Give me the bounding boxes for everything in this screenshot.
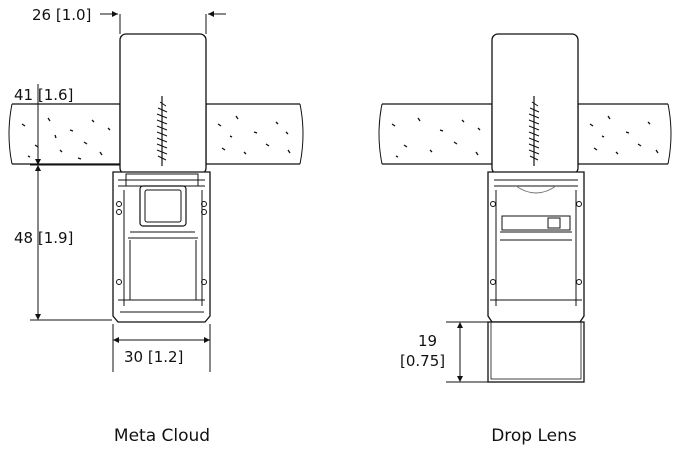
label-body-width: 30 [1.2] — [124, 348, 183, 366]
caption-drop-lens: Drop Lens — [491, 426, 577, 446]
label-ceiling-height: 41 [1.6] — [14, 86, 73, 104]
ceiling-slab-left — [378, 103, 493, 165]
dim-drop-height — [446, 321, 488, 383]
extrusion-profile — [112, 171, 211, 323]
meta-cloud-drawing: 26 [1.0] 41 [1.6] 48 [1.9] 30 [1.2] Meta… — [8, 6, 304, 446]
drop-lens-drawing: 19 [0.75] Drop Lens — [378, 33, 672, 446]
ceiling-slab-left — [8, 103, 121, 165]
label-top-width: 26 [1.0] — [32, 6, 91, 24]
extrusion-profile — [487, 171, 585, 323]
ceiling-slab-right — [205, 103, 304, 165]
dim-body-width — [112, 324, 211, 372]
drop-lens — [487, 321, 585, 383]
ceiling-slab-right — [577, 103, 672, 165]
caption-meta-cloud: Meta Cloud — [114, 426, 210, 446]
label-drop-line1: 19 — [418, 332, 437, 350]
label-drop-line2: [0.75] — [400, 352, 445, 370]
label-body-height: 48 [1.9] — [14, 229, 73, 247]
dim-body-height — [35, 165, 41, 320]
dim-ceiling-height — [35, 84, 41, 165]
dim-top-width — [100, 11, 226, 34]
